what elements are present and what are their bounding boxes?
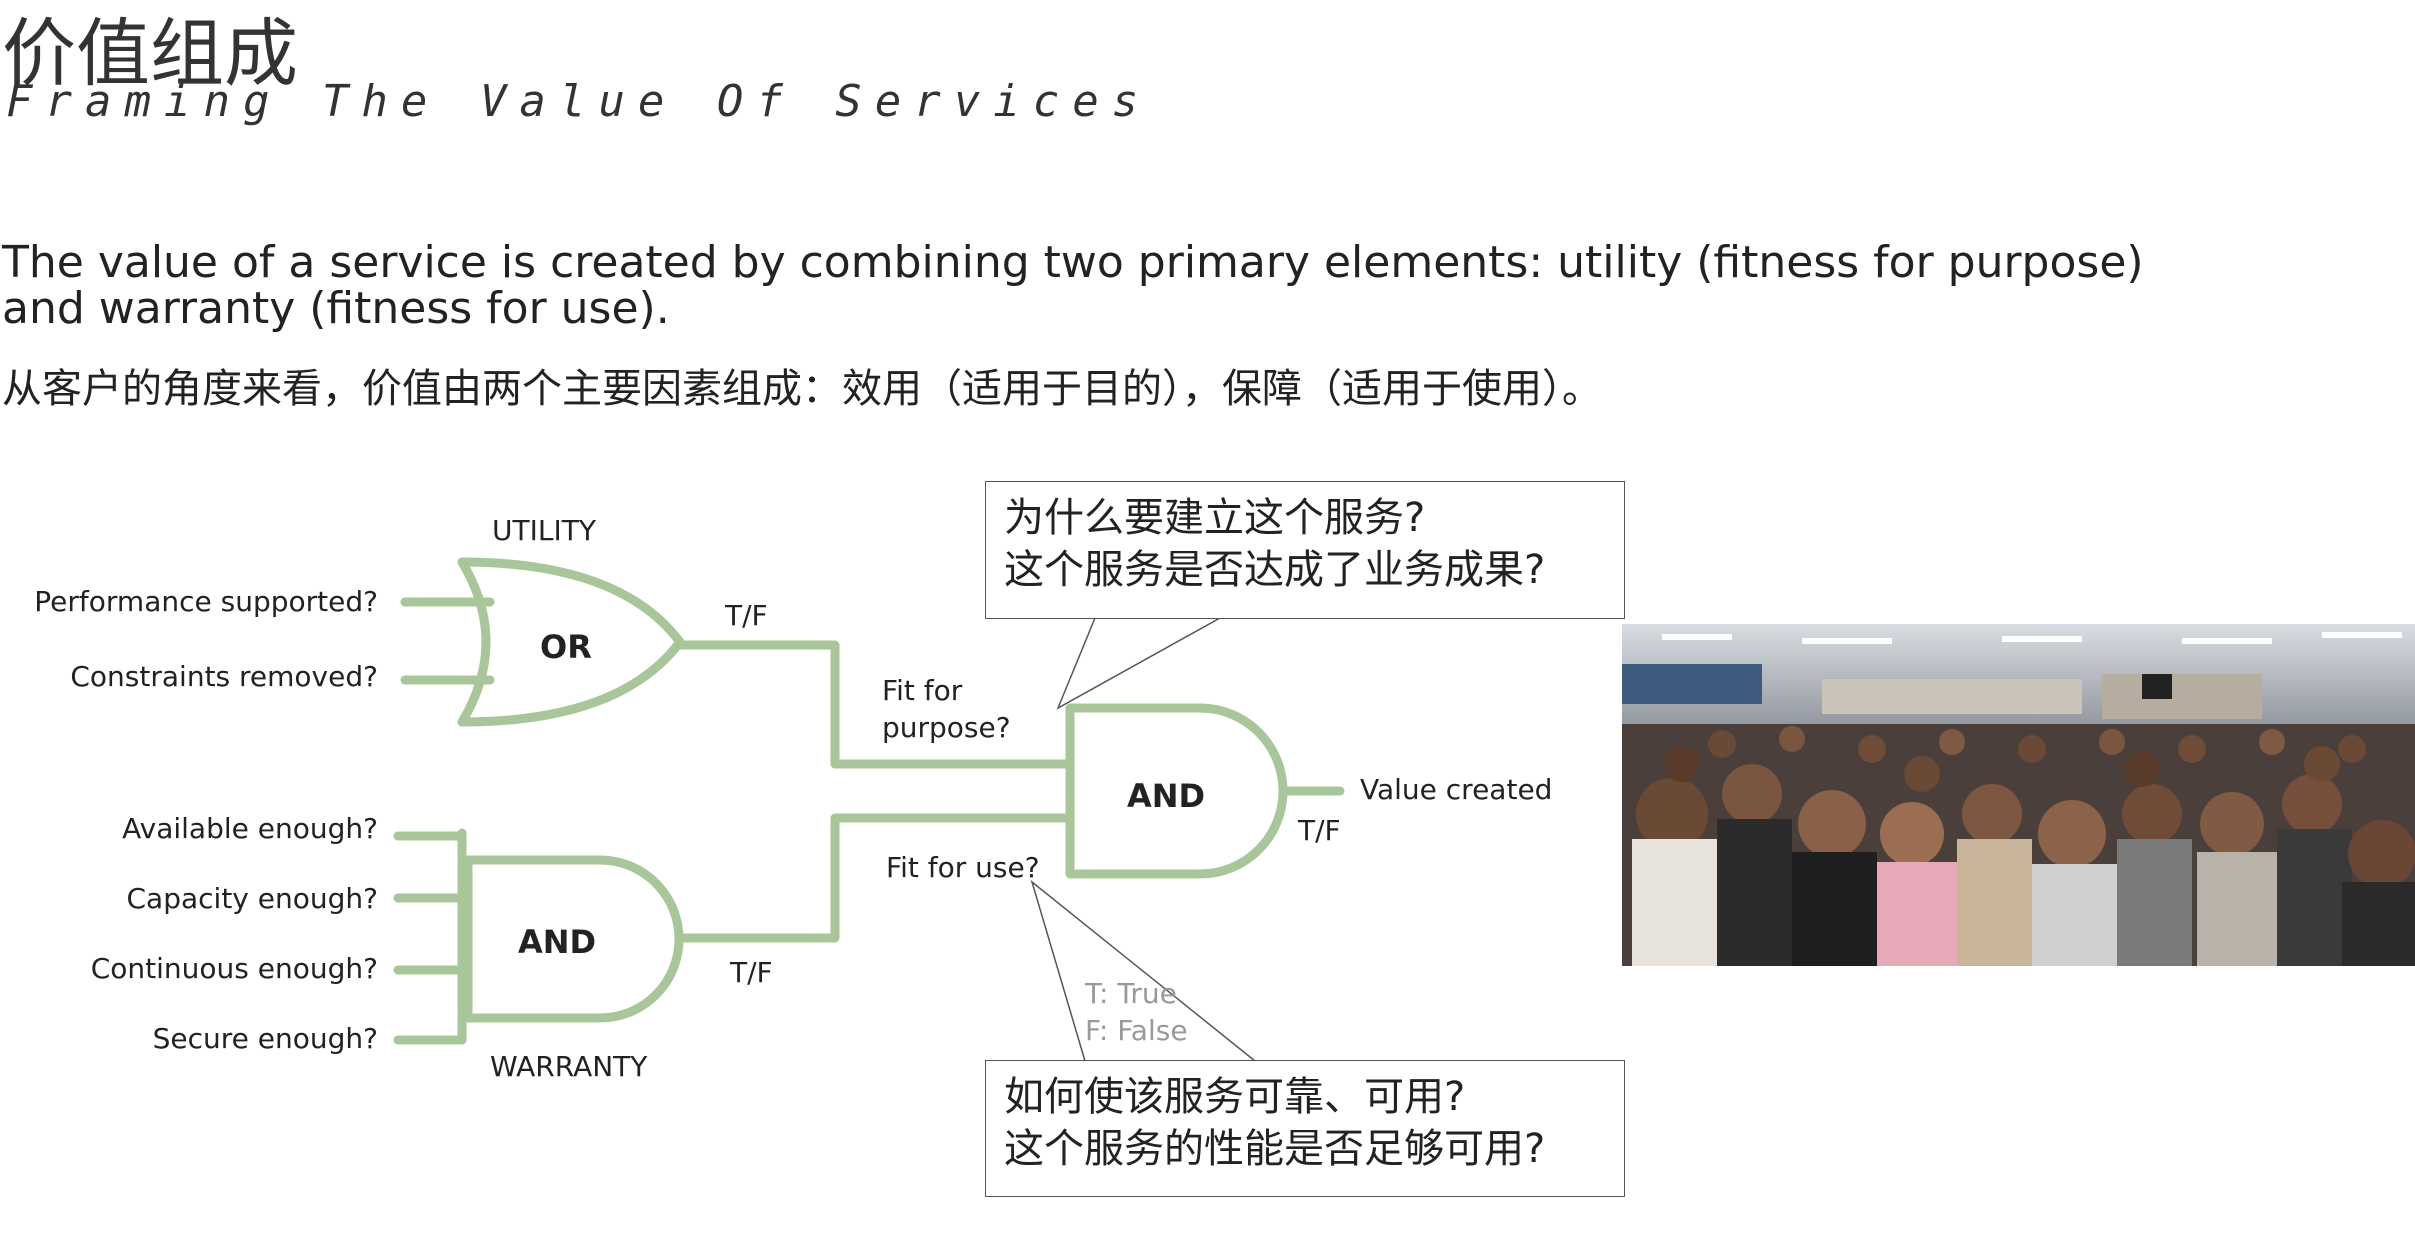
utility-output-wire [675, 640, 1075, 769]
warranty-input-available: Available enough? [122, 812, 378, 845]
intro-paragraph-cn: 从客户的角度来看，价值由两个主要因素组成：效用（适用于目的），保障（适用于使用）… [2, 366, 1602, 412]
or-gate-shape [457, 557, 685, 727]
legend-true: T: True [1084, 977, 1177, 1010]
warranty-input-continuous: Continuous enough? [91, 952, 378, 985]
value-created-label: Value created [1360, 773, 1552, 806]
final-tf-label: T/F [1297, 814, 1341, 847]
fit-for-purpose-line2: purpose? [882, 711, 1011, 744]
purpose-question-callout: 为什么要建立这个服务? 这个服务是否达成了业务成果? [985, 481, 1625, 619]
warranty-tf-label: T/F [729, 956, 773, 989]
utility-tf-label: T/F [724, 599, 768, 632]
fit-for-use-label: Fit for use? [886, 851, 1040, 884]
warranty-input-secure: Secure enough? [153, 1022, 378, 1055]
or-gate-label: OR [540, 628, 592, 666]
top-callout-pointer [1056, 617, 1223, 710]
crowd-photo-illustration [1622, 624, 2415, 966]
warranty-input-capacity: Capacity enough? [127, 882, 379, 915]
crowd-photo [1622, 624, 2415, 966]
page-subtitle: Framing The Value Of Services [6, 76, 1152, 127]
final-and-gate-label: AND [1127, 777, 1205, 815]
intro-paragraph-en: The value of a service is created by com… [2, 237, 2144, 334]
warranty-and-gate-label: AND [518, 923, 596, 961]
warranty-label: WARRANTY [490, 1050, 648, 1083]
legend-false: F: False [1085, 1014, 1188, 1047]
page-title: 价值组成 [2, 11, 298, 97]
use-question-line2: 这个服务的性能是否足够可用? [1004, 1126, 1546, 1172]
utility-label: UTILITY [492, 514, 597, 547]
warranty-output-wire [675, 813, 1075, 943]
use-question-line1: 如何使该服务可靠、可用? [1004, 1074, 1466, 1120]
warranty-and-gate-shape [463, 855, 684, 1023]
use-question-callout: 如何使该服务可靠、可用? 这个服务的性能是否足够可用? [985, 1060, 1625, 1197]
purpose-question-line2: 这个服务是否达成了业务成果? [1004, 547, 1546, 593]
utility-input-constraints: Constraints removed? [70, 660, 378, 693]
purpose-question-line1: 为什么要建立这个服务? [1004, 495, 1426, 541]
utility-input-performance: Performance supported? [34, 585, 378, 618]
fit-for-purpose-line1: Fit for [882, 674, 963, 707]
